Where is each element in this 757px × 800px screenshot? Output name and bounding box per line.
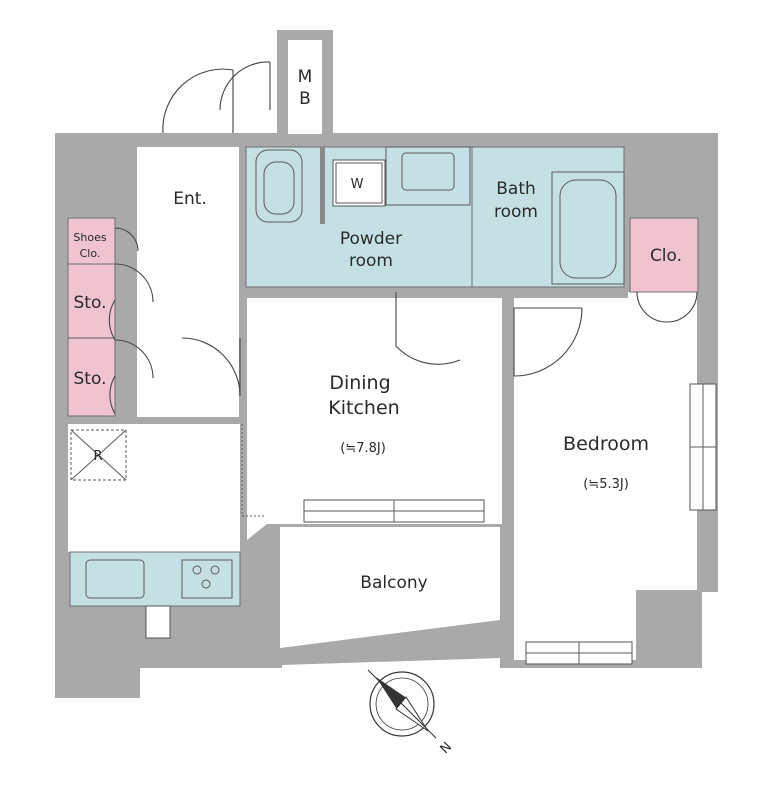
refrigerator-label: R [93, 449, 102, 464]
powder-room-label-2: room [349, 251, 393, 271]
kitchen-boundary [241, 424, 266, 517]
bedroom-label: Bedroom [563, 433, 649, 455]
shoes-closet-label-1: Shoes [73, 231, 106, 244]
mb-label-2: B [299, 89, 311, 109]
mb-label-1: M [298, 67, 313, 87]
storage-label-2: Sto. [74, 369, 107, 389]
shoes-closet-label-2: Clo. [80, 247, 101, 260]
dining-kitchen-label-2: Kitchen [328, 397, 399, 419]
bath-room [471, 146, 625, 288]
closet [629, 217, 699, 323]
powder-room-label-1: Powder [340, 229, 402, 249]
washer-label: W [351, 177, 364, 192]
shoes-closet [67, 217, 116, 265]
dining-kitchen-size: (≒7.8J) [340, 441, 386, 456]
storage-label-1: Sto. [74, 293, 107, 313]
bath-room-label-2: room [494, 202, 538, 222]
compass: N [367, 669, 455, 757]
entrance-label: Ent. [173, 189, 207, 209]
balcony-label: Balcony [360, 573, 427, 593]
closet-label: Clo. [650, 246, 682, 266]
dining-kitchen-label-1: Dining [329, 372, 390, 394]
windows [303, 383, 717, 665]
compass-north-label: N [438, 740, 455, 757]
kitchen-counter [69, 551, 241, 639]
powder-room [245, 146, 531, 288]
refrigerator-space [70, 429, 127, 481]
storage-area [67, 227, 154, 417]
bath-room-label-1: Bath [496, 179, 536, 199]
bedroom-size: (≒5.3J) [583, 477, 629, 492]
doors [162, 61, 583, 397]
interior-rooms [68, 40, 697, 660]
